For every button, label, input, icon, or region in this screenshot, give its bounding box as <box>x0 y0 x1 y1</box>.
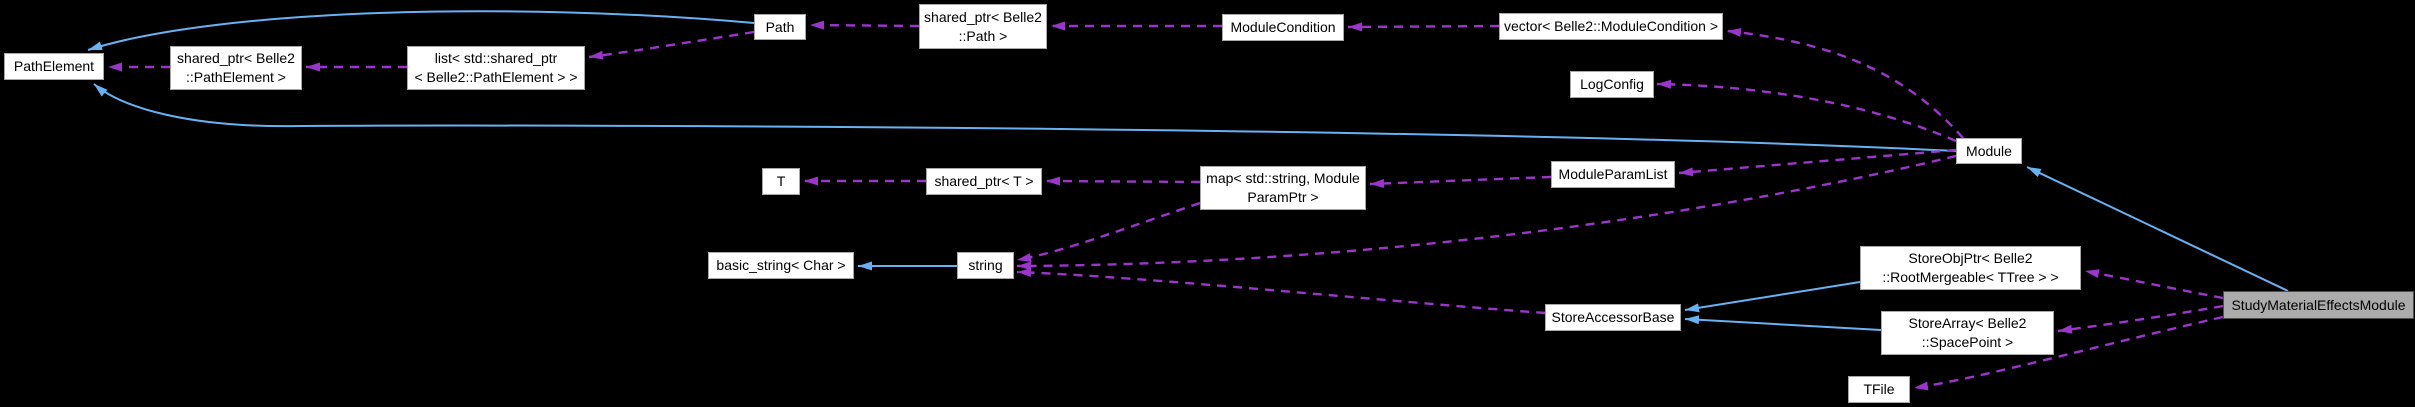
node-moduleparamlist[interactable]: ModuleParamList <box>1551 161 1675 188</box>
node-storeaccessorbase[interactable]: StoreAccessorBase <box>1545 304 1681 331</box>
node-storeobjptr-rootmergeable[interactable]: StoreObjPtr< Belle2 ::RootMergeable< TTr… <box>1860 246 2081 290</box>
node-vector-modulecondition[interactable]: vector< Belle2::ModuleCondition > <box>1499 13 1723 40</box>
node-list-shared-ptr-pathelement[interactable]: list< std::shared_ptr < Belle2::PathElem… <box>407 46 585 90</box>
edge-moduleparamlist-to-map <box>1369 175 1552 188</box>
node-path[interactable]: Path <box>754 14 806 40</box>
edge-studymaterialeffectsmodule-to-tfile <box>1913 315 2224 391</box>
node-tfile[interactable]: TFile <box>1848 376 1910 403</box>
edge-module-to-logconfig <box>1656 79 1957 143</box>
edge-module-to-moduleparamlist <box>1678 148 1957 177</box>
edge-studymaterialeffectsmodule-to-module <box>2026 166 2289 292</box>
edge-module-to-vector <box>1726 27 1964 139</box>
node-module[interactable]: Module <box>1956 138 2022 164</box>
edge-path-to-list <box>588 30 755 60</box>
node-pathelement[interactable]: PathElement <box>4 53 104 80</box>
node-shared-ptr-pathelement[interactable]: shared_ptr< Belle2 ::PathElement > <box>170 46 302 90</box>
edge-storearray-to-storeaccessorbase <box>1684 315 1882 331</box>
edge-storeobjptr-to-storeaccessorbase <box>1684 281 1861 313</box>
node-shared-ptr-path[interactable]: shared_ptr< Belle2 ::Path > <box>919 4 1047 49</box>
node-storearray-spacepoint[interactable]: StoreArray< Belle2 ::SpacePoint > <box>1881 311 2054 355</box>
edge-studymaterialeffectsmodule-to-storearray <box>2057 304 2224 334</box>
node-modulecondition[interactable]: ModuleCondition <box>1222 14 1344 41</box>
edge-path-to-pathelement <box>87 10 755 51</box>
node-map-moduleparamptr[interactable]: map< std::string, Module ParamPtr > <box>1200 166 1366 210</box>
edge-map-to-sharedptrt <box>1045 176 1201 186</box>
edge-module-to-pathelement <box>93 83 1957 152</box>
node-logconfig[interactable]: LogConfig <box>1570 71 1654 98</box>
edge-vector-to-modulecondition <box>1347 22 1500 32</box>
edge-map-to-string <box>1016 201 1201 262</box>
edge-studymaterialeffectsmodule-to-storeobjptr <box>2084 269 2224 300</box>
edge-storeaccessorbase-to-string <box>1016 268 1546 315</box>
node-basic-string-char[interactable]: basic_string< Char > <box>708 252 854 279</box>
node-t[interactable]: T <box>762 168 800 195</box>
node-studymaterialeffectsmodule: StudyMaterialEffectsModule <box>2223 291 2414 319</box>
node-shared-ptr-t[interactable]: shared_ptr< T > <box>926 168 1042 195</box>
edge-sharedptrpath-to-path <box>809 20 920 30</box>
edge-module-to-string <box>1016 154 1957 271</box>
node-string[interactable]: string <box>957 252 1014 279</box>
